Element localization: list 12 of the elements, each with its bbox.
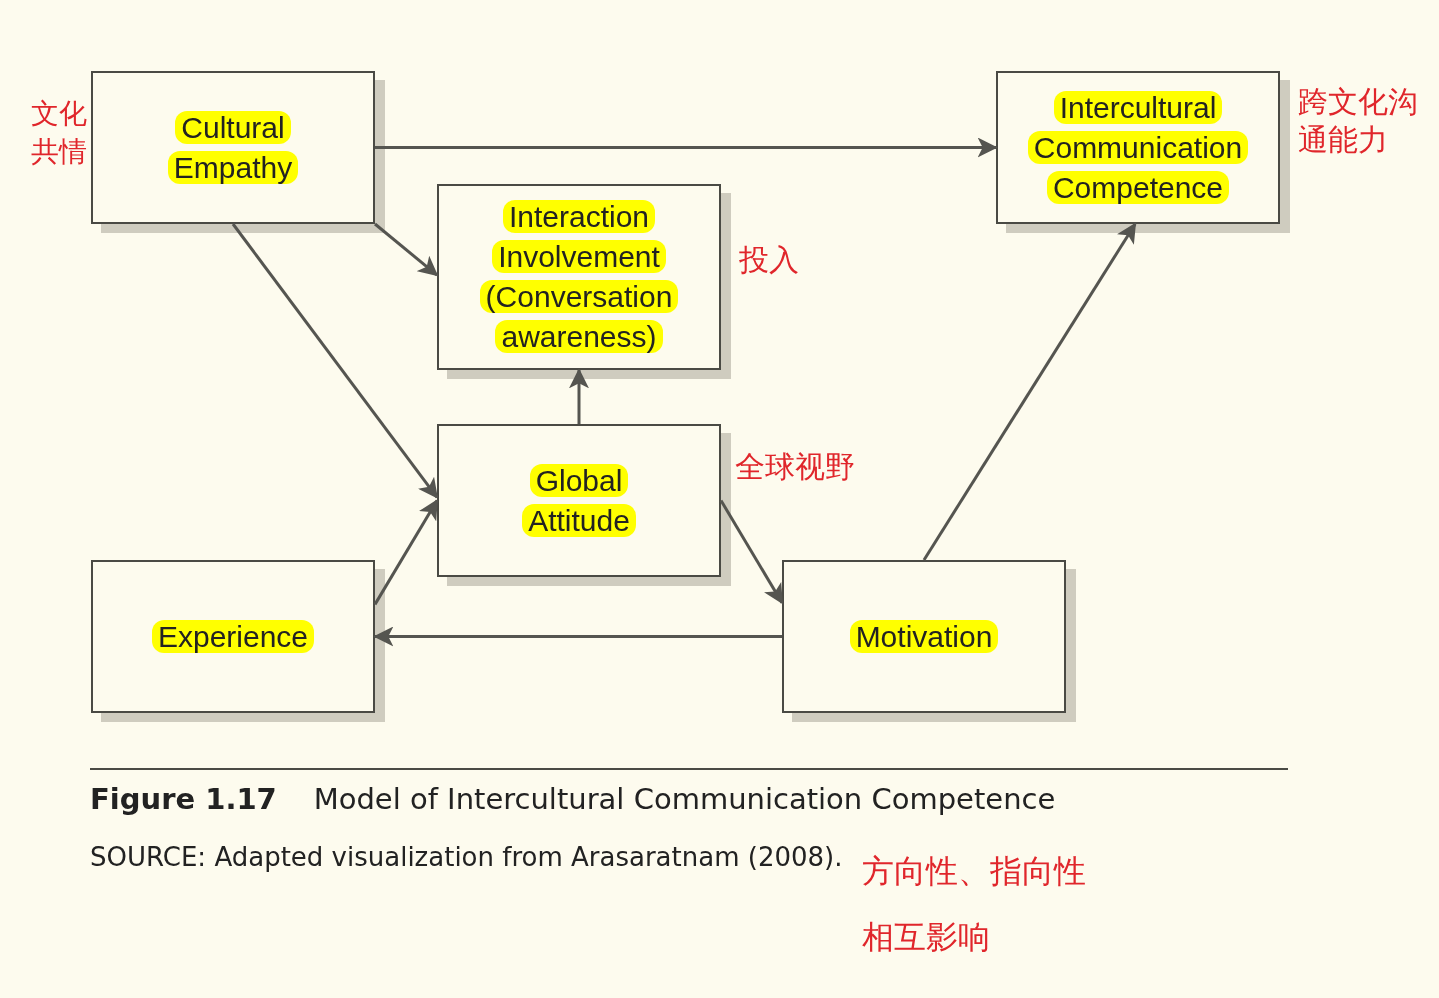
source-note: SOURCE: Adapted visualization from Arasaratnam (2008). xyxy=(90,842,843,872)
arrow xyxy=(374,222,439,277)
handwritten-note: 全球视野 xyxy=(735,448,856,486)
handwritten-note: 跨文化沟通能力 xyxy=(1298,83,1419,159)
arrow xyxy=(231,223,439,499)
handwritten-note: 投入 xyxy=(739,241,800,279)
arrow xyxy=(569,368,589,424)
figure-caption: Figure 1.17 Model of Intercultural Communication Competence xyxy=(90,782,1056,816)
handwritten-note: 文化共情 xyxy=(31,96,88,170)
handwritten-note: 方向性、指向性相互影响 xyxy=(862,851,1087,958)
arrow xyxy=(922,222,1137,561)
arrow xyxy=(375,137,998,158)
